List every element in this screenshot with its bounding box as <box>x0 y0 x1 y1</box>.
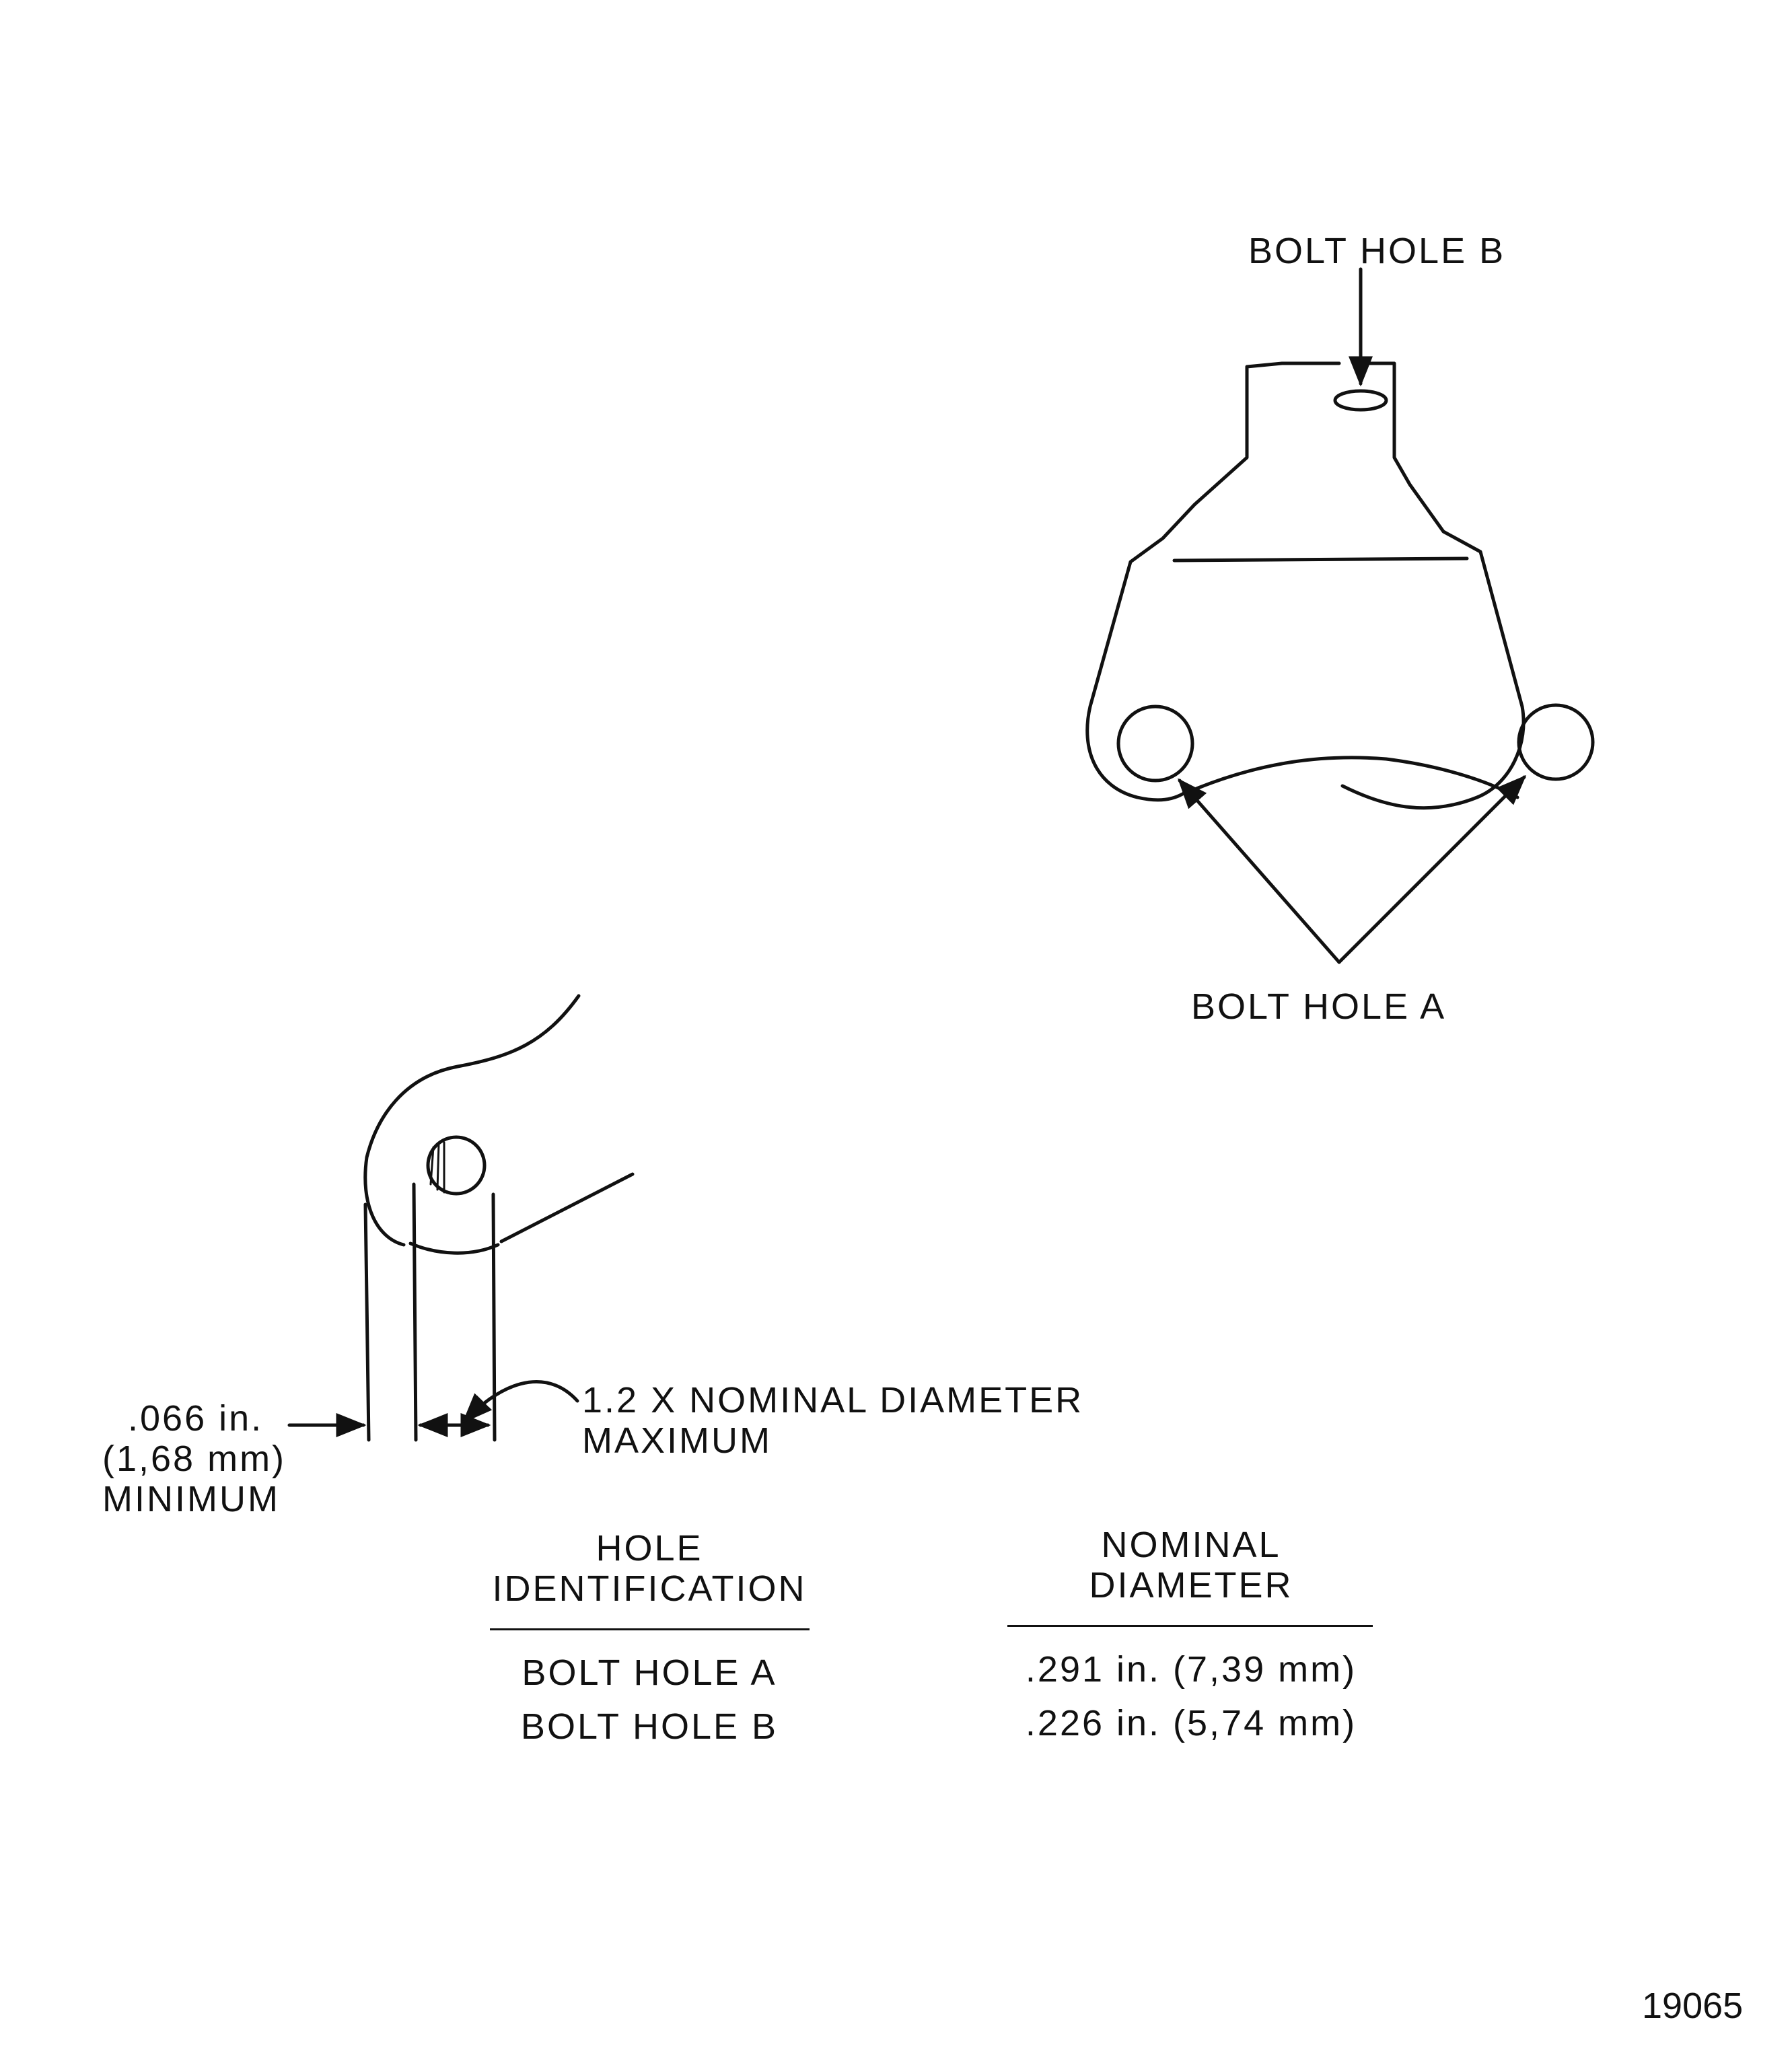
bracket-inner-line <box>1172 556 1469 563</box>
bolt-hole-b <box>1333 389 1388 412</box>
detail-hole-shading <box>429 1141 445 1194</box>
table-header-rule-left <box>490 1628 810 1630</box>
max-leader-line <box>462 1380 579 1424</box>
table-row-diameter: .226 in. (5,74 mm) <box>1025 1703 1357 1743</box>
bolt-hole-a-arrow-right <box>1337 774 1527 964</box>
table-row-diameter: .291 in. (7,39 mm) <box>1025 1649 1357 1690</box>
hole-left-extension-line <box>412 1182 418 1442</box>
table-row-hole: BOLT HOLE A <box>522 1653 777 1693</box>
detail-outline <box>363 994 581 1247</box>
bolt-hole-a-left <box>1116 704 1194 783</box>
detail-hole <box>426 1135 487 1196</box>
max-dimension-line1: 1.2 X NOMINAL DIAMETER <box>582 1380 1084 1420</box>
detail-lower-edge <box>499 1172 635 1243</box>
bolt-hole-a-arrow-left <box>1178 778 1341 964</box>
min-spacing-word: MINIMUM <box>102 1479 280 1519</box>
table-header-rule-right <box>1007 1625 1373 1627</box>
edge-extension-line <box>363 1202 371 1442</box>
table-header-hole-line1: HOLE <box>596 1528 703 1568</box>
figure-number: 19065 <box>1642 1986 1744 2026</box>
table-row-hole: BOLT HOLE B <box>520 1706 779 1747</box>
bolt-hole-a-right <box>1517 703 1595 781</box>
detail-edge-arc <box>408 1241 500 1255</box>
bolt-hole-a-label: BOLT HOLE A <box>1191 986 1447 1027</box>
table-header-diameter-line1: NOMINAL <box>1101 1525 1281 1565</box>
bolt-hole-b-label: BOLT HOLE B <box>1248 231 1506 271</box>
bracket-inner-arc <box>1194 756 1519 799</box>
hole-right-extension-line <box>491 1192 497 1442</box>
table-header-diameter-line2: DIAMETER <box>1089 1565 1293 1605</box>
table-header-hole-line2: IDENTIFICATION <box>492 1568 807 1609</box>
min-spacing-mm: (1,68 mm) <box>102 1439 287 1479</box>
bracket-outline <box>1085 361 1526 810</box>
min-spacing-in: .066 in. <box>128 1398 264 1439</box>
max-dimension-line2: MAXIMUM <box>582 1420 772 1461</box>
